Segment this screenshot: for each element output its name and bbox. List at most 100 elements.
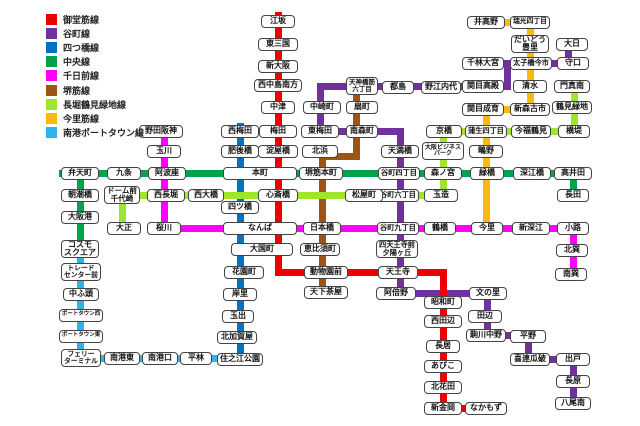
station-box[interactable]: 緑橋 <box>470 166 504 180</box>
station-box[interactable]: 松屋町 <box>345 188 383 202</box>
station-box[interactable]: 桜川 <box>147 221 181 235</box>
station-box[interactable]: 井高野 <box>467 15 505 29</box>
station-box[interactable]: 朝潮橋 <box>61 188 99 202</box>
station-box[interactable]: 北巽 <box>556 243 588 257</box>
station-box[interactable]: 中津 <box>261 100 295 114</box>
station-box[interactable]: 花園町 <box>224 265 264 279</box>
station-box[interactable]: 関目高殿 <box>462 79 504 93</box>
station-box[interactable]: 大日 <box>556 37 588 51</box>
station-box[interactable]: 関目成育 <box>462 102 504 116</box>
station-box[interactable]: 谷町九丁目 <box>377 221 419 235</box>
station-box[interactable]: コスモ スクエア <box>61 240 99 258</box>
station-box[interactable]: 太子橋今市 <box>510 56 552 70</box>
station-box[interactable]: 駒川中野 <box>466 328 506 342</box>
station-box[interactable]: 岸里 <box>223 287 257 301</box>
station-box[interactable]: 野江内代 <box>421 80 461 94</box>
station-box[interactable]: 南港東 <box>104 351 140 365</box>
station-box[interactable]: 九条 <box>107 166 141 180</box>
station-box[interactable]: 北浜 <box>302 144 338 158</box>
station-box[interactable]: 大阪ビジネス パーク <box>422 142 464 160</box>
station-box[interactable]: なかもず <box>465 401 507 415</box>
station-box[interactable]: 喜連瓜破 <box>510 352 550 366</box>
station-box[interactable]: 都島 <box>382 80 414 94</box>
station-box[interactable]: 長原 <box>556 374 590 388</box>
station-box[interactable]: 小路 <box>557 221 589 235</box>
station-box[interactable]: 平野 <box>510 329 546 343</box>
station-box[interactable]: 鶴見緑地 <box>552 100 592 114</box>
station-box[interactable]: ドーム前 千代崎 <box>104 186 140 204</box>
station-box[interactable]: 谷町六丁目 <box>377 188 419 202</box>
station-box[interactable]: トレード センター前 <box>61 263 101 281</box>
station-box[interactable]: だいどう 豊里 <box>511 35 549 53</box>
station-box[interactable]: 玉造 <box>424 188 458 202</box>
station-box[interactable]: 天下茶屋 <box>304 285 348 299</box>
station-box[interactable]: 四ツ橋 <box>221 200 259 214</box>
station-box[interactable]: 玉川 <box>147 144 181 158</box>
station-box[interactable]: 心斎橋 <box>258 188 298 202</box>
station-box[interactable]: 天王寺 <box>378 265 418 279</box>
station-box[interactable]: 淀屋橋 <box>258 144 298 158</box>
station-box[interactable]: 南港口 <box>142 351 178 365</box>
station-box[interactable]: ポートタウン東 <box>59 329 103 343</box>
station-box[interactable]: 天神橋筋 六丁目 <box>346 77 378 95</box>
station-box[interactable]: 扇町 <box>346 100 378 114</box>
station-box[interactable]: 大阪港 <box>61 210 99 224</box>
station-box[interactable]: 千林大宮 <box>462 56 504 70</box>
station-box[interactable]: 梅田 <box>259 124 297 138</box>
station-box[interactable]: 平林 <box>180 351 212 365</box>
station-box[interactable]: 北加賀屋 <box>217 330 257 344</box>
station-box[interactable]: 深江橋 <box>513 166 551 180</box>
station-box[interactable]: 天満橋 <box>381 144 419 158</box>
station-box[interactable]: 高井田 <box>554 166 592 180</box>
station-box[interactable]: 本町 <box>223 166 297 180</box>
station-box[interactable]: 鶴橋 <box>424 221 456 235</box>
station-box[interactable]: 北花田 <box>424 380 462 394</box>
station-box[interactable]: 中崎町 <box>303 100 341 114</box>
station-box[interactable]: 清水 <box>513 79 547 93</box>
station-box[interactable]: 田辺 <box>468 309 502 323</box>
station-box[interactable]: 東梅田 <box>301 124 339 138</box>
station-box[interactable]: 門真南 <box>554 79 590 93</box>
station-box[interactable]: 鴫野 <box>469 144 503 158</box>
station-box[interactable]: 弁天町 <box>61 166 99 180</box>
station-box[interactable]: 蒲生四丁目 <box>465 124 507 138</box>
station-box[interactable]: 肥後橋 <box>221 144 259 158</box>
station-box[interactable]: 大正 <box>107 221 141 235</box>
station-box[interactable]: 西梅田 <box>221 124 259 138</box>
station-box[interactable]: 動物園前 <box>304 265 348 279</box>
station-box[interactable]: 横堤 <box>558 124 590 138</box>
station-box[interactable]: 長田 <box>557 188 589 202</box>
station-box[interactable]: 阿倍野 <box>376 286 416 300</box>
station-box[interactable]: 出戸 <box>556 352 590 366</box>
station-box[interactable]: 西田辺 <box>424 314 462 328</box>
station-box[interactable]: 八尾南 <box>555 396 591 410</box>
station-box[interactable]: フェリー ターミナル <box>61 349 101 367</box>
station-box[interactable]: 谷町四丁目 <box>378 166 420 180</box>
station-box[interactable]: 新金岡 <box>424 401 462 415</box>
station-box[interactable]: 新森古市 <box>510 102 550 116</box>
station-box[interactable]: 南巽 <box>555 267 587 281</box>
station-box[interactable]: 野田阪神 <box>139 124 183 138</box>
station-box[interactable]: 守口 <box>557 56 589 70</box>
station-box[interactable]: 文の里 <box>469 286 507 300</box>
station-box[interactable]: 東三国 <box>258 37 298 51</box>
station-box[interactable]: 江坂 <box>261 14 295 28</box>
station-box[interactable]: なんば <box>223 221 297 235</box>
station-box[interactable]: 西大橋 <box>188 188 224 202</box>
station-box[interactable]: 四天王寺前 夕陽ヶ丘 <box>376 240 418 258</box>
station-box[interactable]: 新大阪 <box>258 59 298 73</box>
station-box[interactable]: あびこ <box>424 359 462 373</box>
station-box[interactable]: 昭和町 <box>424 295 462 309</box>
station-box[interactable]: 恵比須町 <box>300 242 340 256</box>
station-box[interactable]: 住之江公園 <box>217 352 263 366</box>
station-box[interactable]: 大国町 <box>231 242 293 256</box>
station-box[interactable]: 新深江 <box>512 221 550 235</box>
station-box[interactable]: 瑞光四丁目 <box>510 15 550 29</box>
station-box[interactable]: 玉出 <box>222 309 254 323</box>
station-box[interactable]: 南森町 <box>346 124 378 138</box>
station-box[interactable]: 中ふ頭 <box>63 287 99 301</box>
station-box[interactable]: 今福鶴見 <box>511 124 551 138</box>
station-box[interactable]: 日本橋 <box>303 221 341 235</box>
station-box[interactable]: 堺筋本町 <box>299 166 343 180</box>
station-box[interactable]: 森ノ宮 <box>424 166 462 180</box>
